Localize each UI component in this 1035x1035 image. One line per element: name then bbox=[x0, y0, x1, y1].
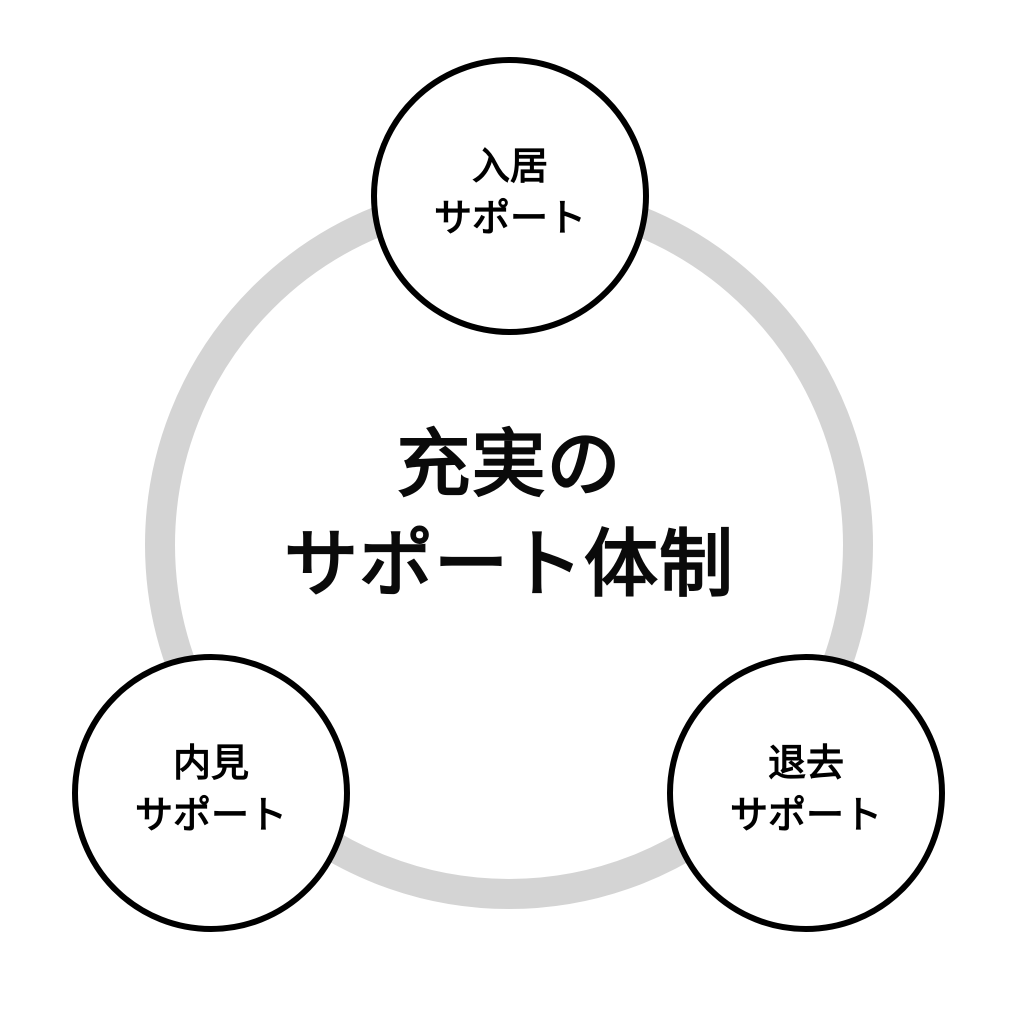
node-viewing-label-line1: 内見 bbox=[173, 743, 249, 785]
center-heading: 充実の サポート体制 bbox=[284, 423, 734, 606]
node-viewing-circle[interactable] bbox=[72, 654, 350, 932]
node-viewing[interactable]: 内見 サポート bbox=[72, 654, 350, 932]
node-move-in-label-line1: 入居 bbox=[472, 146, 548, 188]
node-move-out-label-line1: 退去 bbox=[768, 743, 844, 785]
node-move-in[interactable]: 入居 サポート bbox=[371, 57, 649, 335]
node-viewing-label-line2: サポート bbox=[135, 795, 287, 837]
node-move-out[interactable]: 退去 サポート bbox=[667, 654, 945, 932]
node-move-out-circle[interactable] bbox=[667, 654, 945, 932]
center-heading-line1: 充実の bbox=[397, 423, 622, 506]
node-move-in-circle[interactable] bbox=[371, 57, 649, 335]
node-move-out-label-line2: サポート bbox=[730, 795, 882, 837]
node-move-in-label-line2: サポート bbox=[434, 198, 586, 240]
center-heading-line2: サポート体制 bbox=[284, 523, 734, 606]
